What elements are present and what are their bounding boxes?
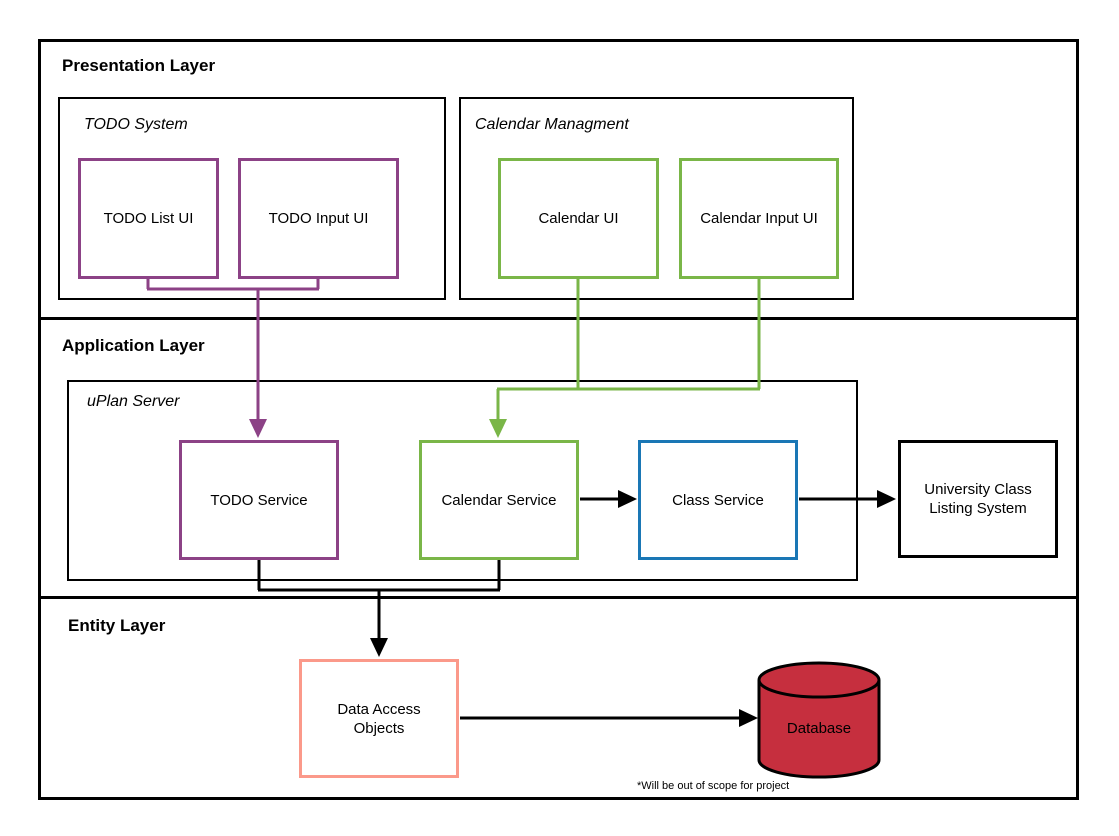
dao-to-database-arrowhead <box>739 709 758 727</box>
node-label: Class Service <box>672 491 764 509</box>
node-label: TODO List UI <box>103 210 194 227</box>
node-todo-service: TODO Service <box>179 440 339 560</box>
node-label: Calendar UI <box>538 210 619 227</box>
purple-arrowhead <box>249 419 267 438</box>
presentation-application-divider <box>38 317 1079 320</box>
calendar-management-group <box>459 97 854 300</box>
node-label: TODO Service <box>210 491 308 509</box>
todo-system-label: TODO System <box>84 116 188 133</box>
purple-connector <box>146 279 320 421</box>
database-cylinder-icon <box>757 661 881 779</box>
green-arrowhead <box>489 419 507 438</box>
node-todo-input-ui: TODO Input UI <box>238 158 399 279</box>
application-layer-title: Application Layer <box>62 336 205 355</box>
uplan-server-label: uPlan Server <box>87 393 180 410</box>
services-to-dao-connector <box>257 560 501 640</box>
calendar-management-label: Calendar Managment <box>475 116 629 133</box>
node-label: University Class Listing System <box>924 481 1032 517</box>
database-label: Database <box>786 719 852 737</box>
presentation-layer-title: Presentation Layer <box>62 56 216 75</box>
node-todo-list-ui: TODO List UI <box>78 158 219 279</box>
node-calendar-service: Calendar Service <box>419 440 579 560</box>
node-class-service: Class Service <box>638 440 798 560</box>
class-to-university-arrowhead <box>877 490 896 508</box>
node-university-class-listing-system: University Class Listing System <box>898 440 1058 558</box>
node-label: TODO Input UI <box>268 210 369 227</box>
application-entity-divider <box>38 596 1079 599</box>
node-calendar-input-ui: Calendar Input UI <box>679 158 839 279</box>
dao-arrowhead <box>370 638 388 657</box>
calendar-to-class-arrowhead <box>618 490 637 508</box>
node-calendar-ui: Calendar UI <box>498 158 659 279</box>
node-data-access-objects: Data Access Objects <box>299 659 459 778</box>
node-label: Calendar Service <box>441 491 557 509</box>
node-label: Calendar Input UI <box>700 210 818 227</box>
node-label: Data Access Objects <box>337 700 421 737</box>
todo-system-group <box>58 97 446 300</box>
green-connector <box>496 279 761 421</box>
outer-border <box>38 39 1079 800</box>
scope-note: *Will be out of scope for project <box>637 780 790 792</box>
entity-layer-title: Entity Layer <box>68 616 166 635</box>
uplan-server-group <box>67 380 858 581</box>
